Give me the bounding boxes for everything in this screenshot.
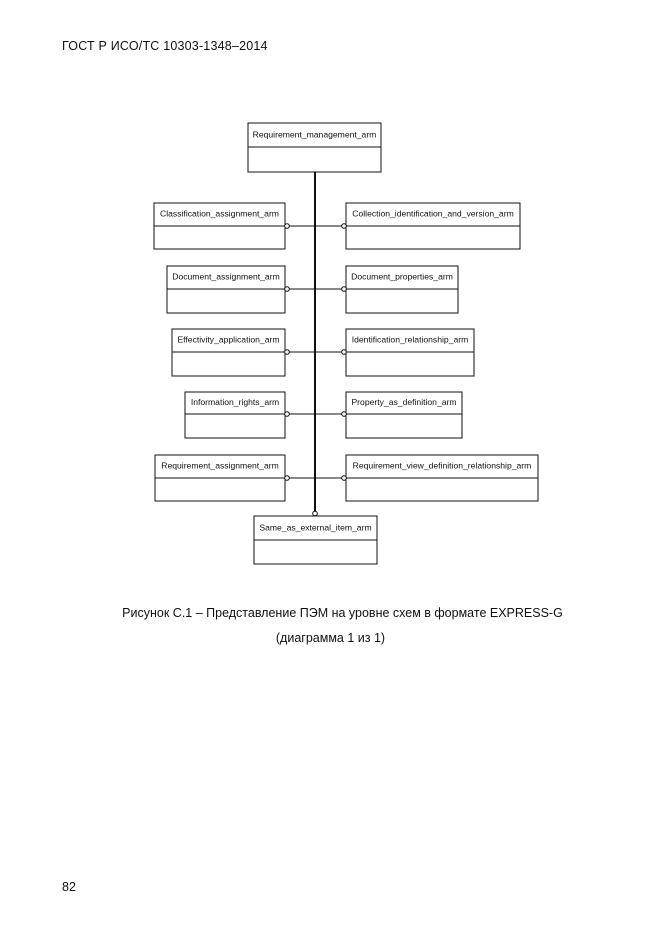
figure-caption: Рисунок С.1 – Представление ПЭМ на уровн… bbox=[122, 606, 563, 620]
entity-label-top: Requirement_management_arm bbox=[253, 130, 377, 140]
entity-label-left-2: Document_assignment_arm bbox=[172, 272, 279, 282]
entity-label-left-5: Requirement_assignment_arm bbox=[161, 461, 279, 471]
entity-label-left-4: Information_rights_arm bbox=[191, 397, 279, 407]
entity-label-right-3: Identification_relationship_arm bbox=[352, 335, 469, 345]
entity-label-left-1: Classification_assignment_arm bbox=[160, 209, 279, 219]
entity-label-right-1: Collection_identification_and_version_ar… bbox=[352, 209, 513, 219]
entity-label-right-4: Property_as_definition_arm bbox=[351, 397, 456, 407]
entity-label-left-3: Effectivity_application_arm bbox=[177, 335, 279, 345]
entity-label-bottom: Same_as_external_item_arm bbox=[259, 523, 371, 533]
entity-label-right-5: Requirement_view_definition_relationship… bbox=[353, 461, 532, 471]
document-header: ГОСТ Р ИСО/ТС 10303-1348–2014 bbox=[62, 39, 268, 53]
figure-caption-subtitle: (диаграмма 1 из 1) bbox=[275, 631, 386, 645]
page-number: 82 bbox=[62, 880, 76, 894]
entity-label-right-2: Document_properties_arm bbox=[351, 272, 453, 282]
